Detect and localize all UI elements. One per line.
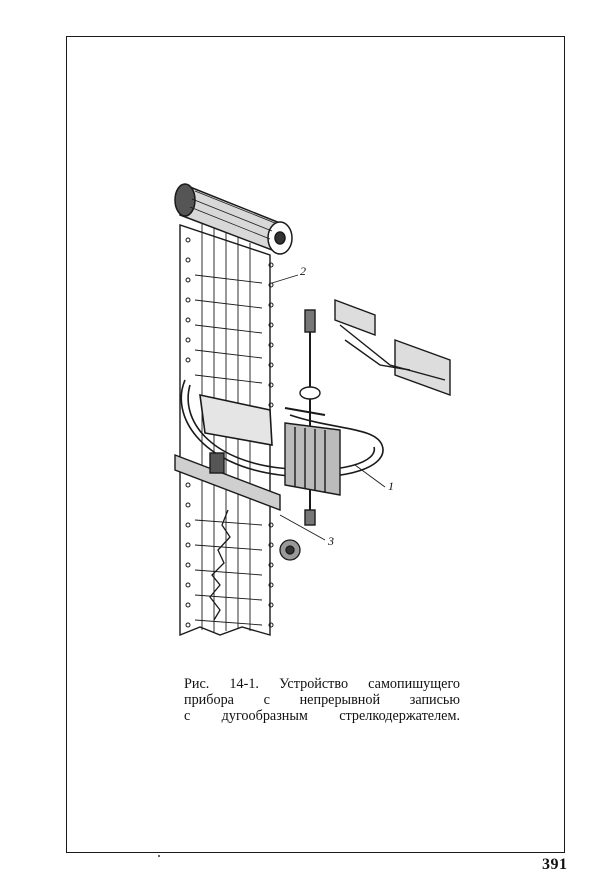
callout-1: 1	[388, 479, 394, 493]
page-frame	[66, 36, 565, 853]
drive-sprocket	[279, 539, 301, 561]
callout-leaders	[271, 274, 386, 541]
callout-3: 3	[327, 534, 334, 548]
callout-2: 2	[300, 264, 306, 278]
arc-pen-holder	[180, 379, 384, 478]
top-roller	[174, 183, 293, 255]
caption-line-1: Рис. 14-1. Устройство самопишущего	[184, 676, 460, 692]
page-number: 391	[542, 856, 568, 873]
figure-caption: Рис. 14-1. Устройство самопишущего прибо…	[184, 676, 460, 724]
right-perforations	[268, 262, 274, 628]
caption-line-3: с дугообразным стрелкодержателем.	[184, 708, 460, 724]
record-trace	[209, 509, 231, 621]
magnet-assembly	[284, 298, 451, 526]
print-speck	[158, 855, 160, 857]
pen-clamp	[174, 452, 281, 512]
recorder-illustration: 2 1 3	[150, 165, 480, 680]
caption-line-2: прибора с непрерывной записью	[184, 692, 460, 708]
left-perforations	[185, 237, 191, 628]
